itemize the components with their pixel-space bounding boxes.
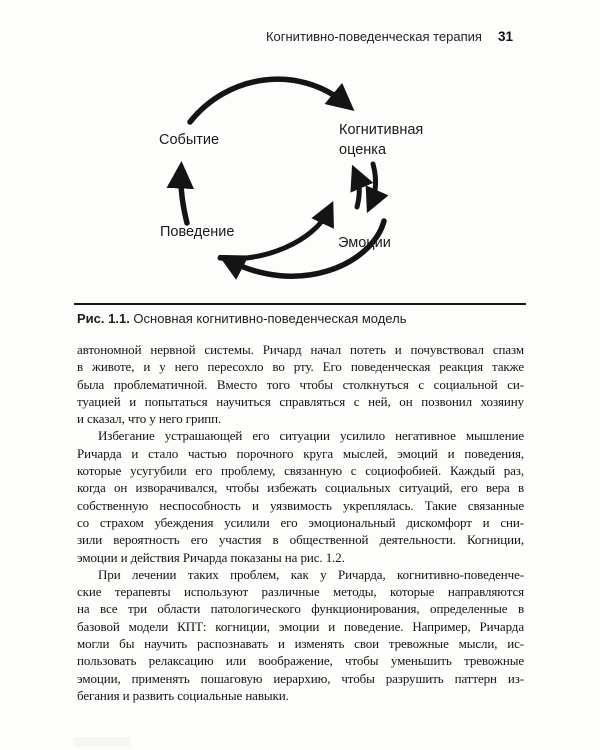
running-header: Когнитивно-поведенческая терапия 31 bbox=[266, 29, 513, 44]
scan-artifact bbox=[74, 737, 130, 746]
body-text: автономной нервной системы. Ричард начал… bbox=[77, 341, 524, 704]
body-line: со страхом убеждения усилили его эмоцион… bbox=[77, 514, 524, 530]
label-behavior: Поведение bbox=[160, 224, 234, 240]
body-line: собственную неспособность и уязвимость у… bbox=[77, 497, 524, 513]
body-line: когда он изворачивался, чтобы избежать с… bbox=[77, 480, 524, 496]
figure-rule bbox=[74, 303, 526, 305]
body-line: Избегание устрашающей его ситуации усили… bbox=[98, 428, 524, 444]
body-line: При лечении таких проблем, как у Ричарда… bbox=[98, 566, 524, 582]
label-appraisal-line1: Когнитивная bbox=[339, 122, 423, 138]
label-event: Событие bbox=[159, 132, 219, 148]
page-number: 31 bbox=[497, 29, 513, 44]
body-line: на все три области патологического функц… bbox=[77, 601, 524, 617]
body-line: базовой модели КПТ: когниции, эмоции и п… bbox=[77, 618, 524, 634]
body-line: пользовать релаксацию или воображение, ч… bbox=[77, 653, 524, 669]
body-line: была проблематичной. Вместо того чтобы с… bbox=[77, 376, 524, 392]
figure-caption: Рис. 1.1. Основная когнитивно-поведенчес… bbox=[77, 311, 406, 326]
arrow-behavior-to-emotions bbox=[217, 200, 334, 262]
arrow-emotions-to-behavior bbox=[218, 218, 387, 280]
body-line: автономной нервной системы. Ричард начал… bbox=[77, 342, 524, 357]
body-line: которые усугубили его проблему, связанну… bbox=[77, 463, 524, 479]
label-emotions: Эмоции bbox=[338, 235, 391, 251]
body-line: зили вероятность его участия в обществен… bbox=[77, 532, 524, 548]
body-line: эмоции, применять пошаговую иерархию, чт… bbox=[77, 670, 524, 686]
body-line: Ричарда и стало частью порочного круга м… bbox=[77, 445, 524, 461]
body-line: в животе, и у него пересохло во рту. Его… bbox=[77, 359, 524, 375]
running-title: Когнитивно-поведенческая терапия bbox=[265, 29, 482, 44]
figure-caption-number: Рис. 1.1. bbox=[77, 311, 130, 326]
cbt-model-diagram: Событие Когнитивная оценка Поведение Эмо… bbox=[159, 76, 423, 280]
arrow-appraisal-to-emotions bbox=[365, 161, 389, 214]
body-line: бегания и развить социальные навыки. bbox=[77, 687, 289, 703]
body-line: и сказал, что у него грипп. bbox=[77, 411, 222, 427]
arrow-behavior-to-event bbox=[166, 161, 195, 226]
figure-caption-text: Основная когнитивно-поведенческая модель bbox=[129, 311, 407, 326]
body-line: могли бы научить распознавать и изменять… bbox=[77, 636, 524, 652]
label-appraisal-line2: оценка bbox=[339, 142, 387, 158]
arrow-emotions-to-appraisal bbox=[350, 164, 374, 210]
body-line: туацией и попытаться научиться справлять… bbox=[77, 393, 524, 409]
body-line: эмоции и действия Ричарда показаны на ри… bbox=[77, 549, 345, 565]
body-line: ские терапевты используют различные мето… bbox=[77, 584, 524, 600]
arrow-event-to-appraisal bbox=[187, 76, 355, 125]
